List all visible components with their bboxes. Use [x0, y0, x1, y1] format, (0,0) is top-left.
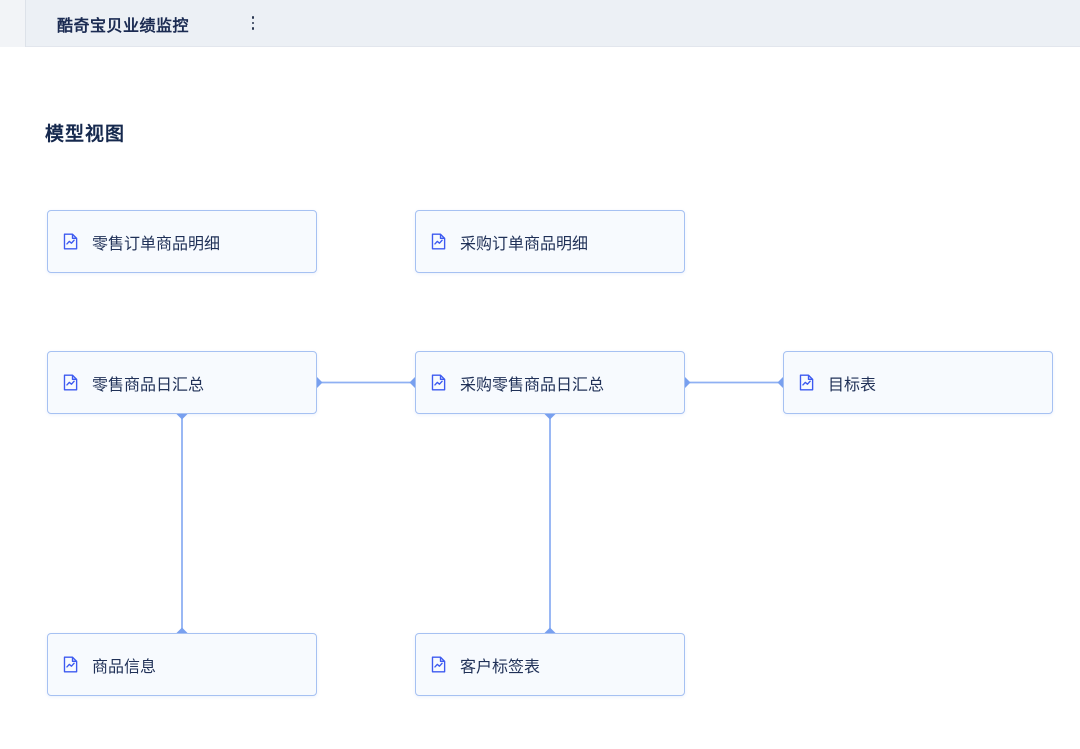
header-left-strip [0, 0, 26, 47]
trend-doc-icon [63, 656, 78, 673]
trend-doc-icon [431, 374, 446, 391]
model-node-label: 零售商品日汇总 [92, 376, 205, 394]
model-node-label: 采购零售商品日汇总 [460, 376, 605, 394]
model-node-retail-order-detail[interactable]: 零售订单商品明细 [47, 210, 317, 273]
model-node-label: 采购订单商品明细 [460, 235, 589, 253]
model-node-purchase-retail-daily-summary[interactable]: 采购零售商品日汇总 [415, 351, 685, 414]
trend-doc-icon [799, 374, 814, 391]
model-node-customer-tag-table[interactable]: 客户标签表 [415, 633, 685, 696]
section-title: 模型视图 [45, 124, 126, 145]
model-node-product-info[interactable]: 商品信息 [47, 633, 317, 696]
model-node-label: 商品信息 [92, 658, 157, 676]
kebab-menu-icon[interactable] [244, 9, 262, 37]
model-node-retail-daily-summary[interactable]: 零售商品日汇总 [47, 351, 317, 414]
trend-doc-icon [431, 233, 446, 250]
model-node-target-table[interactable]: 目标表 [783, 351, 1053, 414]
model-node-purchase-order-detail[interactable]: 采购订单商品明细 [415, 210, 685, 273]
trend-doc-icon [431, 656, 446, 673]
app-header: 酷奇宝贝业绩监控 [0, 0, 1080, 47]
trend-doc-icon [63, 374, 78, 391]
trend-doc-icon [63, 233, 78, 250]
model-node-label: 目标表 [828, 376, 877, 394]
model-node-label: 客户标签表 [460, 658, 541, 676]
model-node-label: 零售订单商品明细 [92, 235, 221, 253]
app-title: 酷奇宝贝业绩监控 [57, 17, 190, 35]
